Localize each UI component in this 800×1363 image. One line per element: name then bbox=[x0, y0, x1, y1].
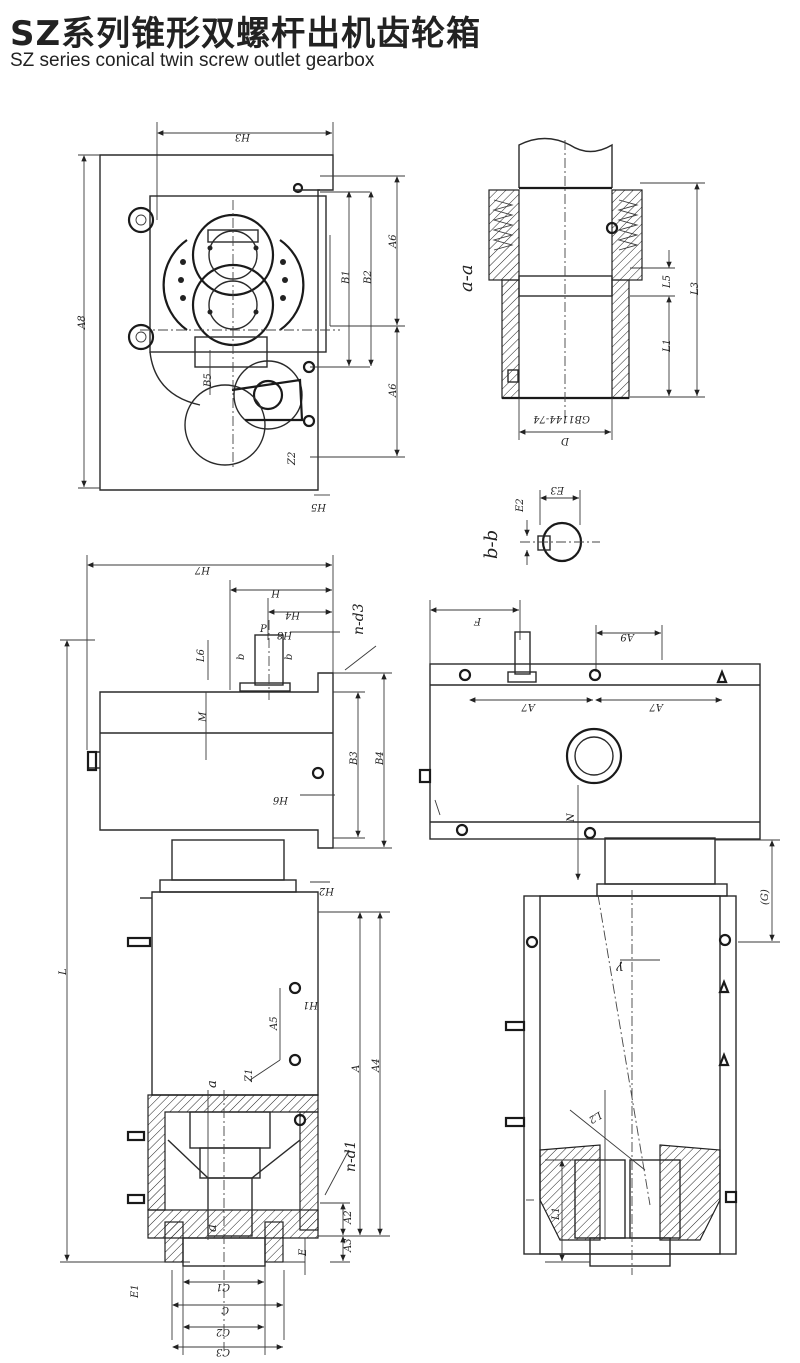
section-b-b bbox=[520, 490, 600, 565]
dim-a4: A4 bbox=[371, 1058, 382, 1073]
section-label-bb: b-b bbox=[481, 530, 502, 559]
dim-h4: H4 bbox=[285, 609, 301, 620]
dim-e1: E1 bbox=[130, 1284, 141, 1299]
section-label-aa: a-a bbox=[456, 264, 477, 292]
dim-h7: H7 bbox=[194, 564, 211, 575]
dim-h5: H5 bbox=[311, 501, 327, 512]
dim-a: A bbox=[351, 1065, 362, 1073]
dim-c3: C3 bbox=[216, 1346, 230, 1357]
dim-p: P bbox=[259, 624, 267, 635]
dim-e3: E3 bbox=[550, 484, 565, 495]
dim-b1: B1 bbox=[341, 270, 352, 285]
dim-c1: C1 bbox=[216, 1281, 230, 1292]
dim-gb: GB1144-74 bbox=[533, 413, 590, 424]
dim-z2: Z2 bbox=[287, 452, 298, 466]
dim-h1: H1 bbox=[303, 999, 319, 1010]
dim-a3: A3 bbox=[343, 1238, 354, 1253]
dim-a6-top: A6 bbox=[388, 234, 399, 249]
dim-h3: H3 bbox=[235, 131, 251, 142]
dim-m: M bbox=[198, 711, 209, 723]
dim-d: D bbox=[561, 435, 570, 446]
page-title: SZ系列锥形双螺杆出机齿轮箱 bbox=[10, 14, 482, 54]
dim-l1-side: L1 bbox=[551, 1207, 562, 1221]
dim-g: (G) bbox=[760, 889, 771, 905]
side-view bbox=[418, 600, 780, 1275]
dim-l6: L6 bbox=[196, 648, 207, 663]
dim-a9: A9 bbox=[620, 631, 635, 642]
dim-a8: A8 bbox=[77, 315, 88, 330]
dim-l: L bbox=[58, 968, 69, 976]
dim-a7-left: A7 bbox=[521, 701, 536, 712]
dim-l5: L5 bbox=[662, 275, 673, 289]
dim-a5: A5 bbox=[269, 1016, 280, 1031]
dim-b-right: b bbox=[284, 654, 295, 660]
dim-h: H bbox=[271, 587, 281, 598]
dim-b3: B3 bbox=[349, 751, 360, 766]
dim-b2: B2 bbox=[363, 270, 374, 285]
page-subtitle: SZ series conical twin screw outlet gear… bbox=[10, 50, 375, 71]
dim-gamma: γ bbox=[616, 960, 624, 975]
dim-n: N bbox=[566, 812, 577, 823]
section-a-a bbox=[488, 137, 705, 440]
dim-l3: L3 bbox=[690, 282, 701, 296]
dim-a2: A2 bbox=[343, 1210, 354, 1225]
dim-c: C bbox=[221, 1304, 229, 1315]
section-mark-a-bottom: a bbox=[205, 1224, 220, 1232]
dim-h2: H2 bbox=[319, 885, 335, 896]
dim-h6: H6 bbox=[272, 794, 289, 805]
dim-z1: Z1 bbox=[244, 1069, 255, 1083]
dim-b5: B5 bbox=[203, 373, 214, 388]
top-left-end-view bbox=[78, 122, 405, 496]
dim-l1-aa: L1 bbox=[662, 339, 673, 353]
dim-c2: C2 bbox=[216, 1326, 230, 1337]
dim-e: E bbox=[298, 1248, 309, 1257]
dim-b-left: b bbox=[236, 654, 247, 660]
dim-h8: H8 bbox=[277, 629, 293, 640]
dim-b4: B4 bbox=[375, 751, 386, 766]
front-view bbox=[60, 555, 392, 1355]
dim-a7-right: A7 bbox=[649, 701, 664, 712]
section-mark-a-top: a bbox=[205, 1080, 220, 1088]
dim-a6-bottom: A6 bbox=[388, 383, 399, 398]
dim-n-d3: n-d3 bbox=[351, 603, 367, 635]
dim-l2: L2 bbox=[586, 1108, 604, 1125]
dim-e2: E2 bbox=[515, 498, 526, 513]
dim-f: F bbox=[473, 615, 482, 626]
dim-n-d1: n-d1 bbox=[343, 1140, 359, 1172]
